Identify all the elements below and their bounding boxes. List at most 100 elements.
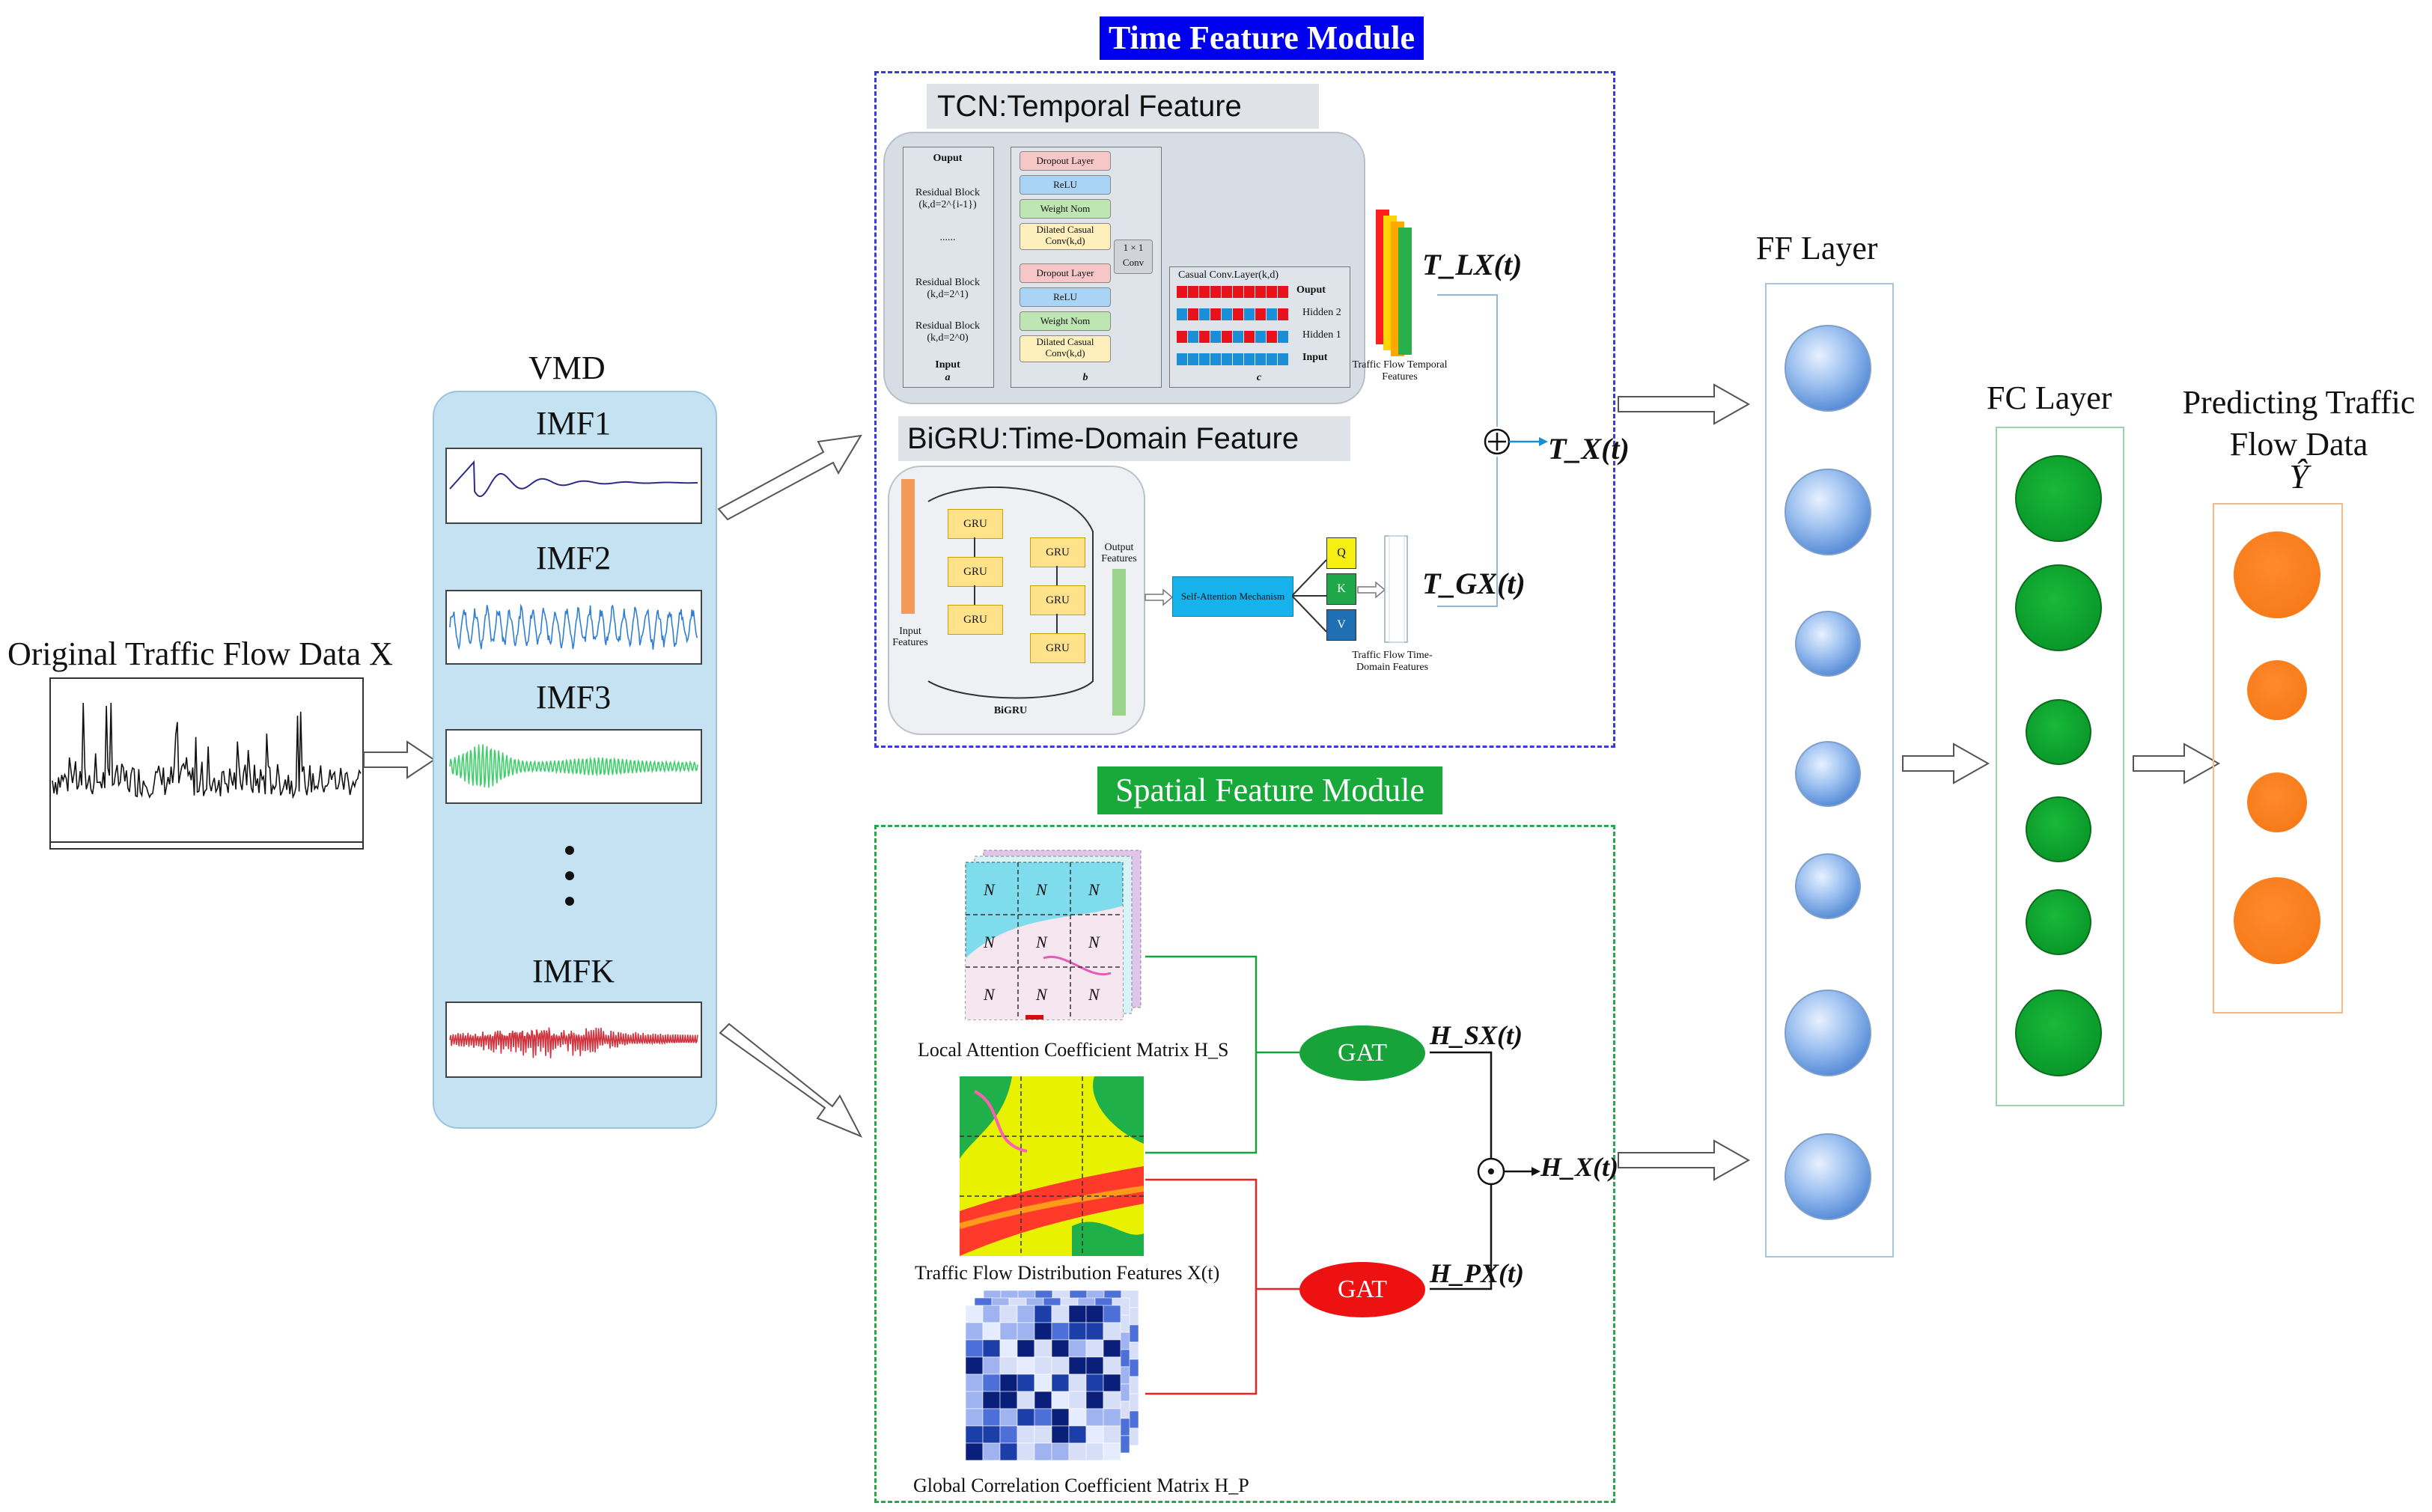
pred-node-3: [2247, 772, 2307, 832]
ff-node-5: [1795, 853, 1861, 919]
tcn-bar-cell: [1210, 308, 1221, 320]
vmd-title: VMD: [528, 349, 606, 387]
hpx-label-text: H_PX(t): [1430, 1258, 1524, 1288]
vmd-title-text: VMD: [528, 350, 606, 386]
tcn-a-rb-mid: Residual Block(k,d=2^1): [903, 277, 993, 301]
bigru-input-bar: [901, 479, 915, 614]
gat-node-green[interactable]: GAT: [1299, 1025, 1425, 1081]
tcn-a-letter: a: [903, 372, 993, 384]
time-module-title: Time Feature Module: [1100, 16, 1424, 60]
corr-cell: [1103, 1442, 1121, 1461]
tcn-bar-cell: [1255, 286, 1266, 298]
corr-cell: [1017, 1305, 1035, 1323]
tcn-bar-cell: [1210, 331, 1221, 343]
bigru-stack-label: Traffic Flow Time-Domain Features: [1340, 650, 1445, 674]
pred-node-2: [2247, 660, 2307, 720]
tgx-label-text: T_GX(t): [1422, 567, 1526, 600]
gru-right-3: GRU: [1030, 633, 1085, 663]
corr-cell: [1034, 1322, 1052, 1341]
tcn-b-letter-text: b: [1082, 372, 1088, 383]
tcn-b-dilated-1-text: Dilated Casual Conv(k,d): [1036, 224, 1094, 246]
bigru-title-text: BiGRU:Time-Domain Feature: [907, 422, 1299, 455]
corr-cell: [1068, 1391, 1087, 1409]
tcn-a-letter-text: a: [945, 372, 951, 383]
corr-cell: [965, 1374, 984, 1392]
corr-cell: [999, 1408, 1018, 1427]
tcn-c-hidden2: Hidden 2: [1302, 307, 1341, 319]
tcn-bar-cell: [1244, 286, 1255, 298]
distribution-label: Traffic Flow Distribution Features X(t): [915, 1262, 1219, 1284]
tcn-b-dropout-2-text: Dropout Layer: [1036, 267, 1094, 278]
corr-cell: [1017, 1339, 1035, 1358]
corr-cell: [1068, 1425, 1087, 1444]
tcn-bar-cell: [1188, 308, 1198, 320]
k-block: K: [1326, 573, 1356, 605]
corr-cell: [999, 1425, 1018, 1444]
gru-left-2: GRU: [948, 557, 1003, 587]
gru-left-1-text: GRU: [963, 518, 987, 530]
corr-cell: [1085, 1442, 1104, 1461]
v-block: V: [1326, 609, 1356, 641]
imf1-text: IMF1: [535, 405, 612, 442]
corr-cell: [1034, 1305, 1052, 1323]
corr-cell: [999, 1442, 1018, 1461]
tcn-a-dots-text: ......: [939, 232, 956, 243]
tcn-b-relu-1: ReLU: [1020, 175, 1111, 195]
corr-cell: [999, 1322, 1018, 1341]
vmd-ellipsis-dots: [565, 846, 574, 906]
q-text: Q: [1337, 546, 1346, 559]
corr-cell: [965, 1322, 984, 1341]
corr-cell: [1085, 1425, 1104, 1444]
corr-cell: [982, 1442, 1001, 1461]
tcn-a-rb-low: Residual Block(k,d=2^0): [903, 320, 993, 344]
imf3-text: IMF3: [535, 679, 612, 716]
time-module-title-text: Time Feature Module: [1109, 19, 1415, 56]
arrow-time-to-ff: [1618, 383, 1751, 425]
corr-cell: [999, 1356, 1018, 1375]
imf3-label: IMF3: [433, 678, 714, 716]
tcn-c-hidden1-text: Hidden 1: [1302, 329, 1341, 341]
tcn-bar-cell: [1278, 331, 1288, 343]
tcn-b-relu-1-text: ReLU: [1053, 179, 1077, 190]
tcn-c-hidden1: Hidden 1: [1302, 329, 1341, 341]
imfk-text: IMFK: [531, 953, 615, 990]
bigru-feature-stack: [1384, 535, 1408, 643]
fc-node-4: [2026, 796, 2091, 862]
corr-cell: [965, 1356, 984, 1375]
bigru-output-bar: [1112, 569, 1126, 716]
svg-text:N: N: [1088, 985, 1100, 1004]
tcn-bar-cell: [1267, 308, 1277, 320]
tcn-c-output: Ouput: [1296, 284, 1326, 296]
corr-cell: [1051, 1339, 1070, 1358]
corr-cell: [1017, 1408, 1035, 1427]
corr-cell: [982, 1305, 1001, 1323]
tcn-bar-cell: [1177, 353, 1187, 365]
tcn-a-rb-top-text: Residual Block: [915, 187, 980, 198]
gru-right-1-text: GRU: [1046, 546, 1070, 558]
tcn-bar-cell: [1199, 331, 1210, 343]
fc-node-2: [2015, 564, 2102, 651]
tcn-a-rb-top-sub: (k,d=2^{i-1}): [918, 199, 977, 210]
tcn-bar-cell: [1177, 286, 1187, 298]
tcn-b-weight-1: Weight Nom: [1020, 199, 1111, 219]
corr-cell: [1068, 1339, 1087, 1358]
tcn-c-input-text: Input: [1302, 352, 1328, 363]
corr-cell: [1017, 1374, 1035, 1392]
tcn-bar-cell: [1244, 331, 1255, 343]
tcn-b-relu-2-text: ReLU: [1053, 291, 1077, 302]
svg-text:N: N: [1035, 880, 1048, 899]
corr-cell: [1103, 1374, 1121, 1392]
corr-cell: [1103, 1425, 1121, 1444]
fc-node-6: [2015, 990, 2102, 1076]
tlx-label: T_LX(t): [1422, 247, 1522, 282]
tcn-bar-cell: [1267, 286, 1277, 298]
tcn-col-a: [903, 147, 994, 388]
bigru-loop-lines: [927, 487, 1094, 699]
corr-cell: [1051, 1391, 1070, 1409]
v-text: V: [1337, 618, 1346, 631]
imf1-plot: [445, 448, 702, 524]
corr-cell: [1085, 1339, 1104, 1358]
gat-node-red[interactable]: GAT: [1299, 1262, 1425, 1317]
tcn-a-rb-mid-sub: (k,d=2^1): [927, 289, 969, 300]
yhat-label: Ŷ: [2243, 457, 2355, 496]
